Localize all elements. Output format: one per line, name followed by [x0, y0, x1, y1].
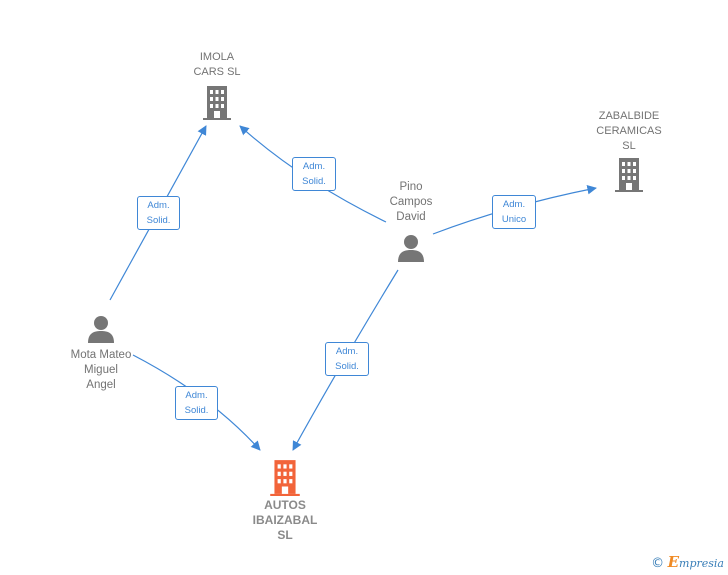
- brand-name: mpresia: [679, 557, 724, 570]
- node-imola-cars[interactable]: IMOLA CARS SL: [180, 50, 254, 120]
- brand-initial: E: [667, 553, 680, 571]
- node-mota-mateo-miguel-angel[interactable]: Mota Mateo Miguel Angel: [58, 314, 144, 393]
- edge-label-mota-imola: Adm. Solid.: [137, 196, 180, 230]
- edge-label-pino-imola: Adm. Solid.: [292, 157, 336, 191]
- edge-label-pino-autos: Adm. Solid.: [325, 342, 369, 376]
- node-pino-campos-david[interactable]: Pino Campos David: [378, 180, 444, 263]
- node-zabalbide-ceramicas[interactable]: ZABALBIDE CERAMICAS SL: [588, 109, 670, 192]
- node-label: IMOLA CARS SL: [193, 51, 241, 78]
- building-icon: [203, 86, 231, 120]
- edge-label-pino-zabalbide: Adm. Unico: [492, 195, 536, 229]
- node-label: AUTOS IBAIZABAL SL: [252, 498, 318, 542]
- building-icon: [615, 158, 643, 192]
- person-icon: [88, 316, 114, 343]
- node-label: ZABALBIDE CERAMICAS SL: [596, 110, 662, 152]
- node-label: Mota Mateo Miguel Angel: [70, 349, 132, 391]
- node-autos-ibaizabal[interactable]: AUTOS IBAIZABAL SL: [240, 458, 330, 543]
- person-icon: [398, 235, 424, 262]
- node-label: Pino Campos David: [389, 181, 433, 223]
- brand-watermark: © Empresia: [651, 553, 724, 571]
- building-icon: [270, 460, 300, 496]
- copyright-icon: ©: [651, 556, 665, 571]
- edge-label-mota-autos: Adm. Solid.: [175, 386, 218, 420]
